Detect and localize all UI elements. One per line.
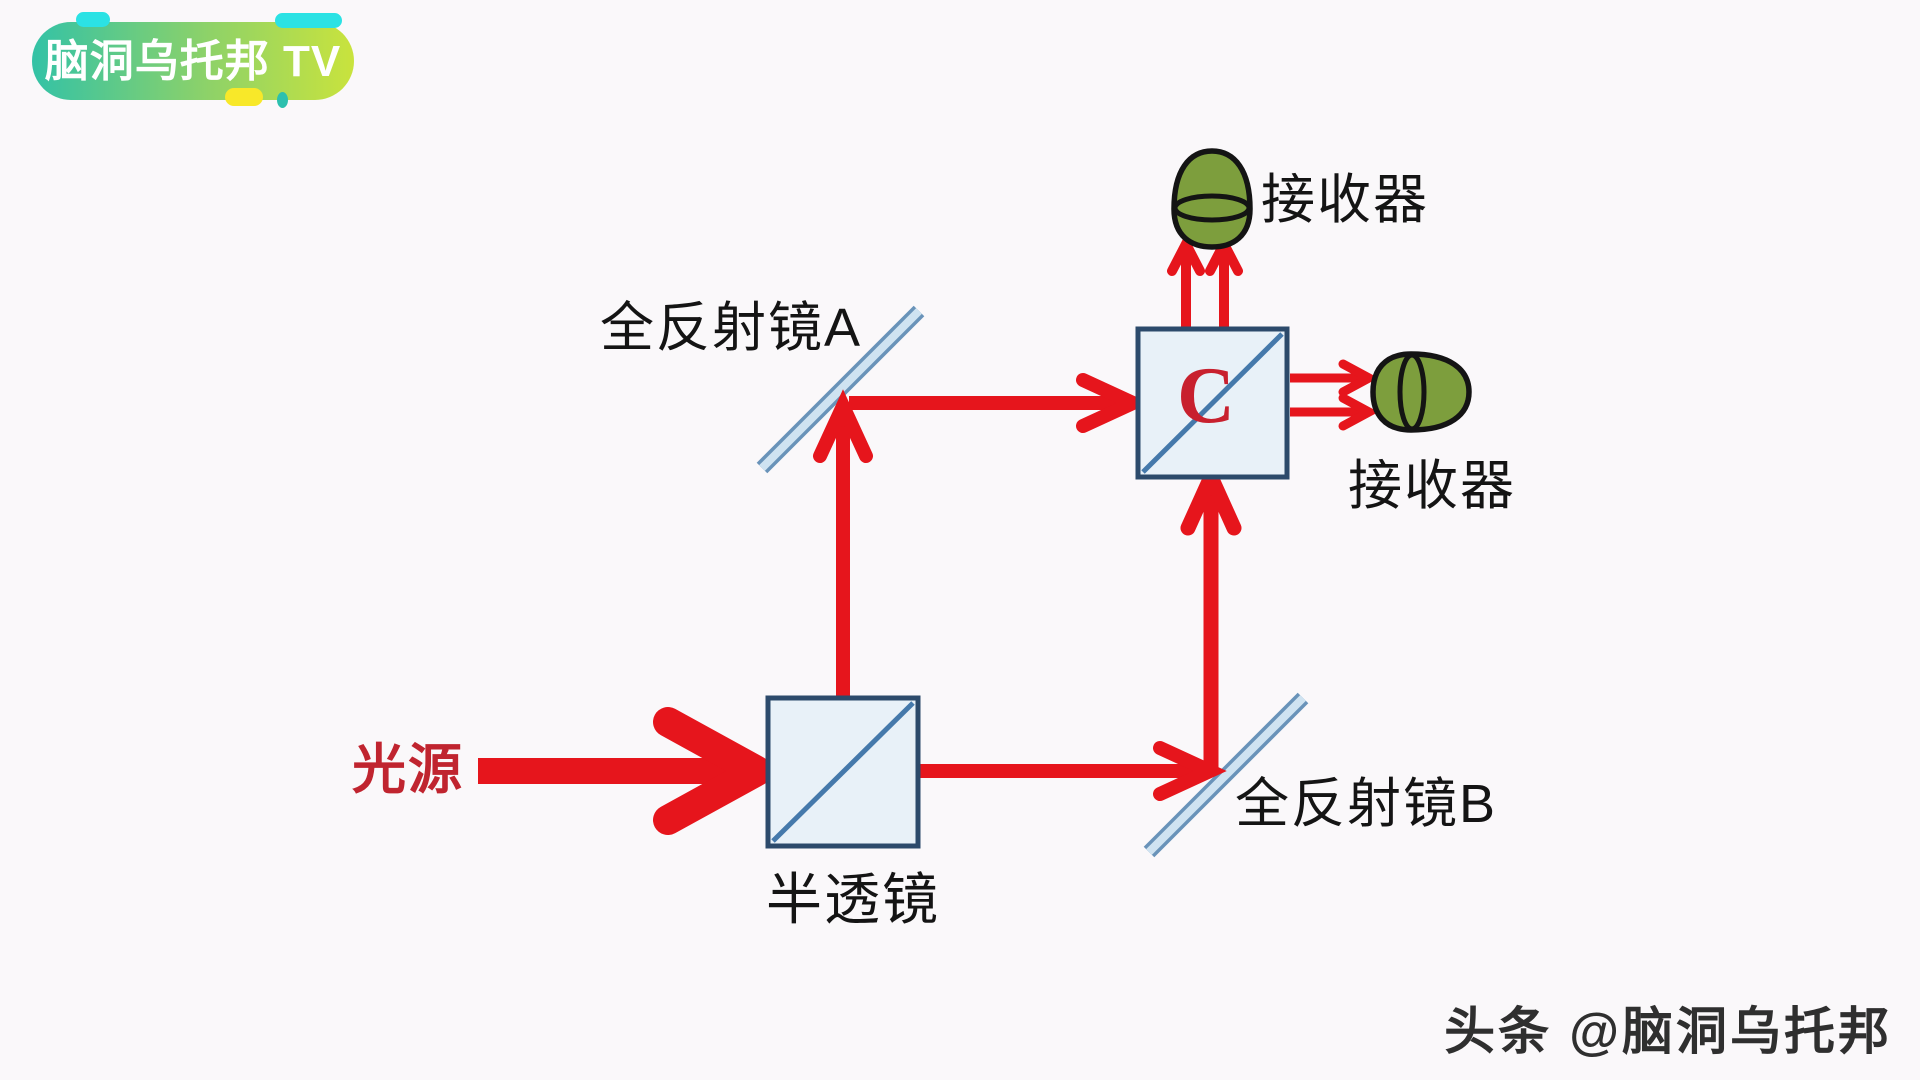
beam-mirror-b-to-splitter-c	[1180, 458, 1242, 768]
beam-halfmirror-to-mirror-b	[920, 741, 1227, 801]
detector-top-icon	[1171, 148, 1253, 250]
light-source-label: 光源	[352, 740, 464, 800]
detector-right-label: 接收器	[1348, 456, 1516, 516]
logo-deco-yellow-bar	[225, 88, 263, 106]
half-mirror-prism	[765, 695, 921, 849]
channel-logo: 脑洞乌托邦 TV	[32, 22, 354, 100]
mirror-b-label: 全反射镜B	[1235, 774, 1498, 834]
beam-mirror-a-to-splitter-c	[849, 373, 1150, 433]
beam-halfmirror-to-mirror-a	[813, 389, 873, 700]
logo-deco-teal-dot	[277, 92, 288, 108]
splitter-c-label: C	[1177, 352, 1235, 440]
source-arrow	[478, 707, 772, 835]
watermark: 头条 @脑洞乌托邦	[1444, 1003, 1892, 1060]
mirror-a-label: 全反射镜A	[600, 298, 863, 358]
beam-splitter-c-to-detector-right	[1290, 359, 1379, 431]
half-mirror-label: 半透镜	[766, 868, 940, 931]
beam-splitter-c-to-detector-top	[1167, 233, 1243, 330]
logo-deco-cyan-bar-left	[76, 12, 110, 27]
splitter-c-prism	[1135, 326, 1290, 480]
channel-logo-text: 脑洞乌托邦 TV	[44, 37, 342, 86]
mirror-b	[1143, 692, 1309, 858]
detector-right-icon	[1370, 351, 1472, 433]
detector-top-label: 接收器	[1261, 170, 1429, 230]
mirror-a	[756, 305, 925, 474]
logo-deco-cyan-bar-right	[275, 13, 342, 28]
